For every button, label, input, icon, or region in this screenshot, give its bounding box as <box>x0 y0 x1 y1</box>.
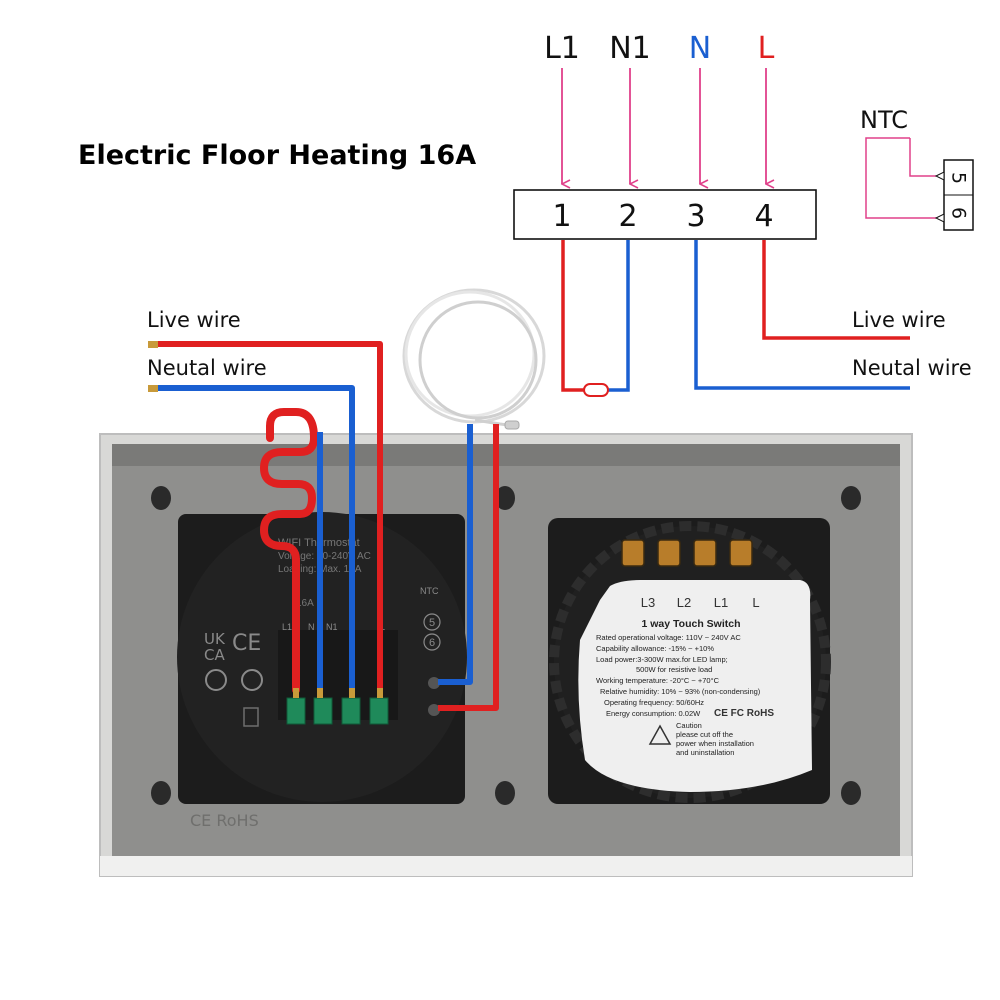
caution-line-2: and uninstallation <box>676 748 734 757</box>
switch-module: L3 L2 L1 L 1 way Touch Switch Rated oper… <box>548 518 831 804</box>
weee-bin-icon <box>243 707 259 727</box>
thermostat-mark-ce: CE <box>232 631 261 656</box>
caution-line-1: power when installation <box>676 739 754 748</box>
caution-title: Caution <box>676 721 702 730</box>
feed-labels: L1 N1 N L <box>544 31 775 66</box>
feed-arrows <box>562 68 766 184</box>
neutral-wire-tip <box>148 385 158 392</box>
thermostat-mark-ca: CA <box>204 646 225 664</box>
plate-mark: CE RoHS <box>190 811 259 830</box>
right-neutral-label: Neutal wire <box>852 356 972 380</box>
terminal-3: 3 <box>686 199 705 234</box>
switch-term-l: L <box>752 595 759 610</box>
caution-line-0: please cut off the <box>676 730 733 739</box>
switch-spec-2: Load power:3-300W max.for LED lamp; <box>596 655 728 664</box>
ntc-pin-5: 5 <box>948 172 970 184</box>
switch-spec-6: Operating frequency: 50/60Hz <box>604 698 704 707</box>
ntc-probe-cable <box>402 288 546 430</box>
switch-title: 1 way Touch Switch <box>642 618 741 630</box>
switch-spec-7: Energy consumption: 0.02W <box>606 709 701 718</box>
switch-term-l3: L3 <box>641 595 655 610</box>
heater-loop <box>561 240 630 397</box>
thermostat-term-l1: L1 <box>282 622 292 632</box>
thermostat-term-n1: N1 <box>326 622 338 632</box>
right-live-wire <box>762 240 910 340</box>
right-live-label: Live wire <box>852 308 946 332</box>
thermostat-terminals <box>286 697 389 725</box>
switch-term-l1: L1 <box>714 595 728 610</box>
thermostat-feed-wires <box>152 341 383 690</box>
thermostat-ntc-5: 5 <box>429 617 435 629</box>
switch-spec-0: Rated operational voltage: 110V ~ 240V A… <box>596 633 741 642</box>
label-n: N <box>689 31 711 66</box>
thermostat-term-n: N <box>308 622 315 632</box>
live-wire-tip <box>148 341 158 348</box>
thermostat-mark-uk: UK <box>204 630 226 648</box>
disposal-icon <box>205 669 227 691</box>
switch-spec-3: 500W for resistive load <box>636 665 712 674</box>
left-neutral-label: Neutal wire <box>147 356 267 380</box>
switch-spec-4: Working temperature: -20°C ~ +70°C <box>596 676 720 685</box>
diagram-title: Electric Floor Heating 16A <box>78 140 476 171</box>
terminal-1: 1 <box>552 199 571 234</box>
recycle-icon <box>241 669 263 691</box>
terminal-2: 2 <box>618 199 637 234</box>
wire-tips <box>293 688 383 698</box>
label-l1: L1 <box>544 31 580 66</box>
switch-certs: CE FC RoHS <box>714 708 774 719</box>
label-l: L <box>758 31 775 66</box>
caution-icon <box>648 724 672 745</box>
ntc-sensor-leads <box>438 424 499 711</box>
ntc-pin-6: 6 <box>948 207 970 219</box>
right-neutral-wire <box>694 240 910 390</box>
heater-element-icon <box>583 383 609 397</box>
left-live-label: Live wire <box>147 308 241 332</box>
terminal-block <box>513 189 817 240</box>
thermostat-amp: 16A <box>296 598 314 609</box>
switch-spec-5: Relative humidity: 10% ~ 93% (non-conden… <box>600 687 761 696</box>
heater-wire <box>260 408 318 694</box>
switch-screw-terminals <box>621 539 753 567</box>
switch-term-l2: L2 <box>677 595 691 610</box>
ntc-label: NTC <box>860 106 908 134</box>
screw-holes <box>151 486 861 805</box>
terminal-4: 4 <box>754 199 773 234</box>
switch-spec-1: Capability allowance: -15% ~ +10% <box>596 644 714 653</box>
thermostat-ntc-6: 6 <box>429 637 435 649</box>
label-n1: N1 <box>609 31 651 66</box>
ntc-sensor-diagram: 5 6 <box>865 137 974 231</box>
thermostat-line2: Voltage: 90-240V AC <box>278 551 371 562</box>
thermostat-ntc-label: NTC <box>420 586 439 596</box>
